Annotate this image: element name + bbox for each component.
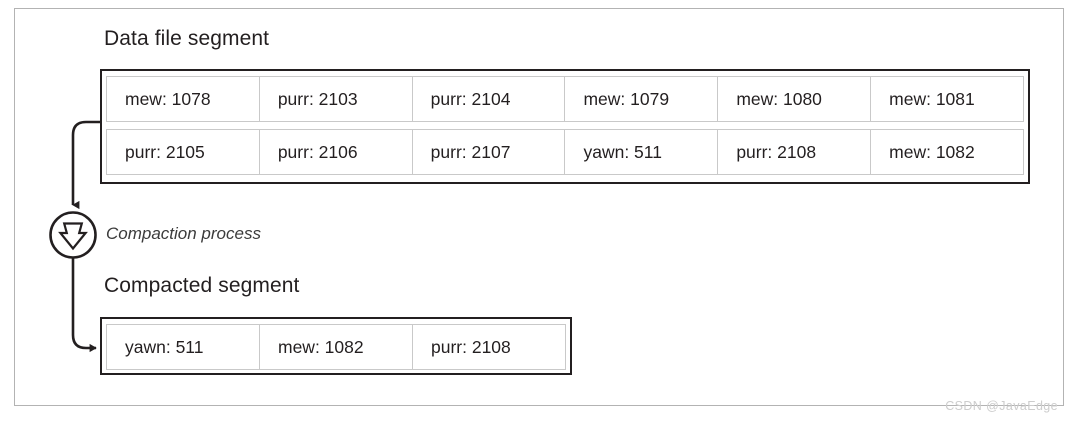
table-row: yawn: 511 mew: 1082 purr: 2108	[106, 324, 566, 370]
list-item: mew: 1080	[717, 76, 872, 122]
data-file-segment-box: mew: 1078 purr: 2103 purr: 2104 mew: 107…	[100, 69, 1030, 184]
list-item: mew: 1082	[870, 129, 1024, 175]
list-item: purr: 2104	[411, 76, 566, 122]
table-row: mew: 1078 purr: 2103 purr: 2104 mew: 107…	[106, 76, 1024, 122]
data-file-segment-title: Data file segment	[104, 27, 270, 50]
list-item: purr: 2108	[412, 324, 566, 370]
list-item: purr: 2106	[258, 129, 413, 175]
list-item: mew: 1079	[564, 76, 719, 122]
list-item: purr: 2103	[258, 76, 413, 122]
list-item: mew: 1082	[259, 324, 413, 370]
list-item: purr: 2105	[106, 129, 260, 175]
list-item: yawn: 511	[106, 324, 260, 370]
list-item: mew: 1081	[870, 76, 1024, 122]
compaction-process-label: Compaction process	[106, 224, 261, 243]
compacted-segment-box: yawn: 511 mew: 1082 purr: 2108	[100, 317, 572, 375]
table-row: purr: 2105 purr: 2106 purr: 2107 yawn: 5…	[106, 129, 1024, 175]
list-item: purr: 2108	[717, 129, 872, 175]
list-item: mew: 1078	[106, 76, 260, 122]
list-item: purr: 2107	[411, 129, 566, 175]
compacted-segment-title: Compacted segment	[104, 274, 300, 297]
watermark: CSDN @JavaEdge	[945, 399, 1058, 413]
list-item: yawn: 511	[564, 129, 719, 175]
